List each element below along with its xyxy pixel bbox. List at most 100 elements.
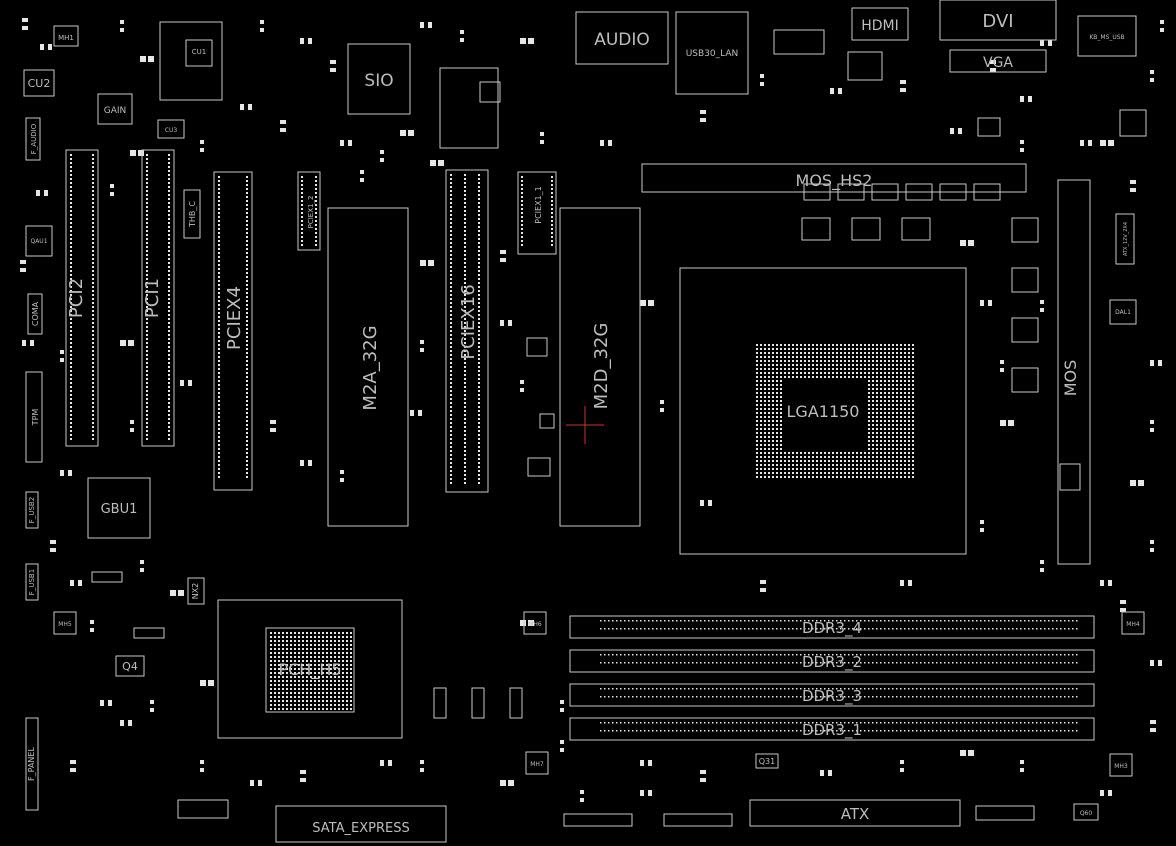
f-usb2-header[interactable] — [25, 491, 39, 529]
kb-ms-usb-port[interactable] — [1077, 15, 1137, 57]
f-audio-header[interactable] — [25, 117, 41, 161]
pciex1-1-slot[interactable] — [517, 171, 557, 255]
cu2-component[interactable] — [23, 69, 55, 97]
sata-express-label: SATA_EXPRESS — [312, 821, 409, 836]
cu1-area[interactable] — [159, 21, 223, 101]
cu1-chip[interactable] — [185, 39, 213, 67]
f-usb1-label: F_USB1 — [28, 569, 36, 595]
f-panel-header[interactable] — [25, 717, 39, 811]
sata-express-port[interactable] — [275, 805, 447, 843]
mh6-mount-hole[interactable] — [523, 611, 547, 635]
mh1-mount-hole[interactable] — [53, 25, 79, 47]
mos-label: MOS — [1061, 360, 1080, 397]
pci1-slot[interactable] — [141, 149, 175, 447]
mos-hs2-heatsink[interactable] — [641, 163, 1027, 193]
pch-chip[interactable] — [265, 627, 355, 713]
mh4-mount-hole[interactable] — [1121, 611, 1145, 635]
sio-chip[interactable] — [347, 43, 411, 115]
mh3-mount-hole[interactable] — [1109, 753, 1133, 777]
qau1-component-2[interactable] — [977, 117, 1001, 137]
hdmi-port[interactable] — [851, 7, 909, 41]
mos-heatsink[interactable] — [1057, 179, 1091, 565]
dvi-label: DVI — [982, 11, 1013, 32]
ddr3-3-label: DDR3_3 — [802, 687, 862, 706]
pci2-slot[interactable] — [65, 149, 99, 447]
cpu-socket[interactable] — [679, 267, 967, 555]
bottom-header-1[interactable] — [563, 813, 633, 827]
q31-component[interactable] — [755, 753, 779, 769]
qau1-component-3[interactable] — [1059, 463, 1081, 491]
usb-chip[interactable] — [479, 81, 501, 103]
gain-label: GAIN — [104, 106, 127, 116]
gbu1-label: GBU1 — [101, 502, 138, 517]
qau1-component[interactable] — [25, 225, 53, 257]
mh5-label: MH5 — [58, 621, 72, 628]
m-bios-chip[interactable] — [91, 571, 123, 583]
q60-label: Q60 — [1080, 810, 1093, 817]
thb-c-header[interactable] — [183, 189, 201, 239]
sio-label: SIO — [364, 71, 393, 91]
dimm-slot-ddr3-2[interactable] — [569, 649, 1095, 673]
f-audio-label: F_AUDIO — [30, 123, 38, 154]
dimm-slot-ddr3-1[interactable] — [569, 717, 1095, 741]
f-usb2-label: F_USB2 — [28, 497, 36, 523]
crosshair-marker — [566, 406, 604, 444]
hu1-chip[interactable] — [847, 51, 883, 81]
tpm-header[interactable] — [25, 371, 43, 463]
mh5-mount-hole[interactable] — [53, 611, 77, 635]
usb-component[interactable] — [773, 29, 825, 55]
usb3-header[interactable] — [177, 799, 229, 819]
gain-component[interactable] — [97, 93, 133, 125]
m2d-component-3[interactable] — [527, 457, 551, 477]
sata-port-2[interactable] — [471, 687, 485, 719]
ddr3-2-label: DDR3_2 — [802, 653, 862, 672]
m2d-component[interactable] — [526, 337, 548, 357]
qau1-label: QAU1 — [30, 238, 47, 245]
q60-component[interactable] — [1073, 803, 1099, 821]
atx-label: ATX — [841, 805, 870, 823]
sata-port-1[interactable] — [433, 687, 447, 719]
dimm-slot-ddr3-3[interactable] — [569, 683, 1095, 707]
usb30-lan-port[interactable] — [675, 11, 749, 95]
b-bios-chip[interactable] — [133, 627, 165, 639]
component-outlines — [23, 0, 1147, 843]
atx-power-connector[interactable] — [749, 799, 961, 827]
m2a-label: M2A_32G — [360, 325, 381, 410]
pci2-label: PCI2 — [66, 278, 87, 318]
dal1-component[interactable] — [1109, 299, 1137, 325]
m2d-component-2[interactable] — [539, 413, 555, 429]
ddr3-4-label: DDR3_4 — [802, 619, 862, 638]
usb-header[interactable] — [439, 67, 499, 149]
pciex4-slot[interactable] — [213, 171, 253, 491]
mh7-label: MH7 — [530, 761, 544, 768]
q31-label: Q31 — [759, 757, 775, 766]
atx-12v-header[interactable] — [1115, 213, 1135, 265]
audio-jack[interactable] — [575, 11, 669, 65]
dimm-slot-ddr3-4[interactable] — [569, 615, 1095, 639]
q4-component[interactable] — [115, 655, 145, 677]
f-usb1-header[interactable] — [25, 563, 39, 601]
hdmi-label: HDMI — [861, 18, 899, 34]
mh1-label: MH1 — [58, 34, 74, 42]
coma-header[interactable] — [27, 293, 43, 335]
cu3-label: CU3 — [165, 127, 178, 134]
m2d-slot[interactable] — [559, 207, 641, 527]
mh3-label: MH3 — [1114, 763, 1128, 770]
dvi-port[interactable] — [939, 0, 1057, 41]
pciex16-label: PCIEX16 — [458, 284, 479, 359]
vga-port[interactable] — [949, 49, 1047, 73]
ps2-component[interactable] — [1119, 109, 1147, 137]
m2a-slot[interactable] — [327, 207, 409, 527]
bottom-header-3[interactable] — [975, 805, 1035, 821]
pciex1-2-slot[interactable] — [297, 171, 321, 251]
cu3-component[interactable] — [157, 119, 185, 139]
bottom-header-2[interactable] — [663, 813, 733, 827]
m2d-label: M2D_32G — [591, 323, 612, 410]
pciex16-slot[interactable] — [445, 169, 489, 493]
pch-area[interactable] — [217, 599, 403, 739]
nx2-component[interactable] — [187, 577, 205, 605]
mh7-mount-hole[interactable] — [525, 751, 549, 775]
gbu1-chip[interactable] — [87, 477, 151, 539]
sata-port-3[interactable] — [509, 687, 523, 719]
